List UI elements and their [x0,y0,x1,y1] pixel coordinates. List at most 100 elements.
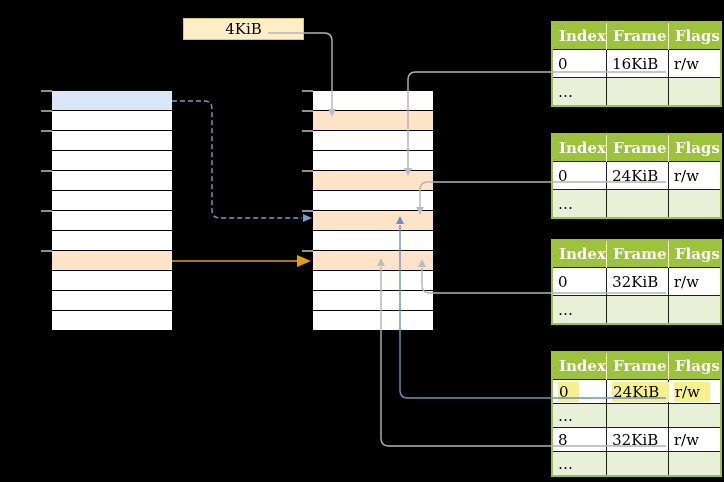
address-tick [41,90,52,92]
highlighted-value: 0 [558,381,579,402]
physical-memory-column [313,91,433,331]
memory-row-white [52,291,172,311]
page-table-cell: 0 [551,267,608,296]
page-table-row: … [551,451,722,477]
memory-row-white [52,131,172,151]
column-header: Frame [606,134,669,162]
page-table-cell [606,295,669,325]
memory-row-white [52,211,172,231]
column-header: Flags [667,134,721,162]
memory-row-orange [313,111,433,131]
virtual-blue-page-arrow [172,100,312,222]
memory-row-orange [313,211,433,231]
page-table-row: … [551,403,722,428]
page-size-label: 4KiB [183,18,304,40]
page-table-cell: … [551,77,608,107]
address-tick [41,170,52,172]
address-tick [41,250,52,252]
page-table-cell: 16KiB [606,49,669,78]
column-header: Index [552,22,607,50]
memory-row-white [313,231,433,251]
memory-row-white [313,291,433,311]
memory-row-white [313,271,433,291]
address-tick [41,130,52,132]
page-table-row: … [551,77,722,107]
address-tick [41,110,52,112]
page-table-cell: … [551,189,608,219]
memory-row-white [52,151,172,171]
address-tick [302,210,313,212]
memory-row-white [52,191,172,211]
page-table-cell: … [551,451,608,477]
column-header: Index [552,240,607,268]
column-header: Index [552,352,607,380]
memory-row-white [313,311,433,331]
memory-row-white [52,271,172,291]
memory-row-white [313,131,433,151]
column-header: Frame [606,240,669,268]
memory-row-white [313,151,433,171]
page-table-cell: r/w [667,427,722,452]
memory-row-orange [52,251,172,271]
page-table-cell [667,295,722,325]
virtual-memory-column [52,91,172,331]
memory-row-white [313,191,433,211]
page-table-cell: 24KiB [606,161,669,190]
column-header: Frame [606,22,669,50]
page-table-cell [667,77,722,107]
page-table-cell: … [551,403,608,428]
memory-row-white [313,91,433,111]
memory-row-orange [313,251,433,271]
page-table-cell: r/w [667,267,722,296]
page-table-cell: 8 [551,427,608,452]
page-table-cell [606,451,669,477]
address-tick [302,130,313,132]
page-table-cell [667,451,722,477]
column-header: Index [552,134,607,162]
address-tick [41,210,52,212]
page-table-cell: r/w [667,49,722,78]
memory-row-blue [52,91,172,111]
page-table-row: … [551,189,722,219]
page-table-cell [667,189,722,219]
page-table-row: … [551,295,722,325]
column-header: Flags [667,22,721,50]
page-table-cell: r/w [667,379,722,404]
virtual-orange-page-arrow [172,255,311,267]
column-header: Flags [667,240,721,268]
page-table-cell: 32KiB [606,267,669,296]
address-tick [302,250,313,252]
page-table-cell: 0 [551,161,608,190]
page-table-cell [606,77,669,107]
page-table-cell: r/w [667,161,722,190]
page-table-cell: 24KiB [606,379,670,404]
page-table-cell: 32KiB [606,427,669,452]
memory-row-white [52,171,172,191]
memory-row-white [52,231,172,251]
memory-row-white [52,111,172,131]
address-tick [302,170,313,172]
highlighted-value: 24KiB [612,381,670,402]
column-header: Frame [606,352,669,380]
memory-row-orange [313,171,433,191]
highlighted-value: r/w [673,381,710,402]
page-table-cell [667,403,722,428]
page-table-cell [606,403,669,428]
